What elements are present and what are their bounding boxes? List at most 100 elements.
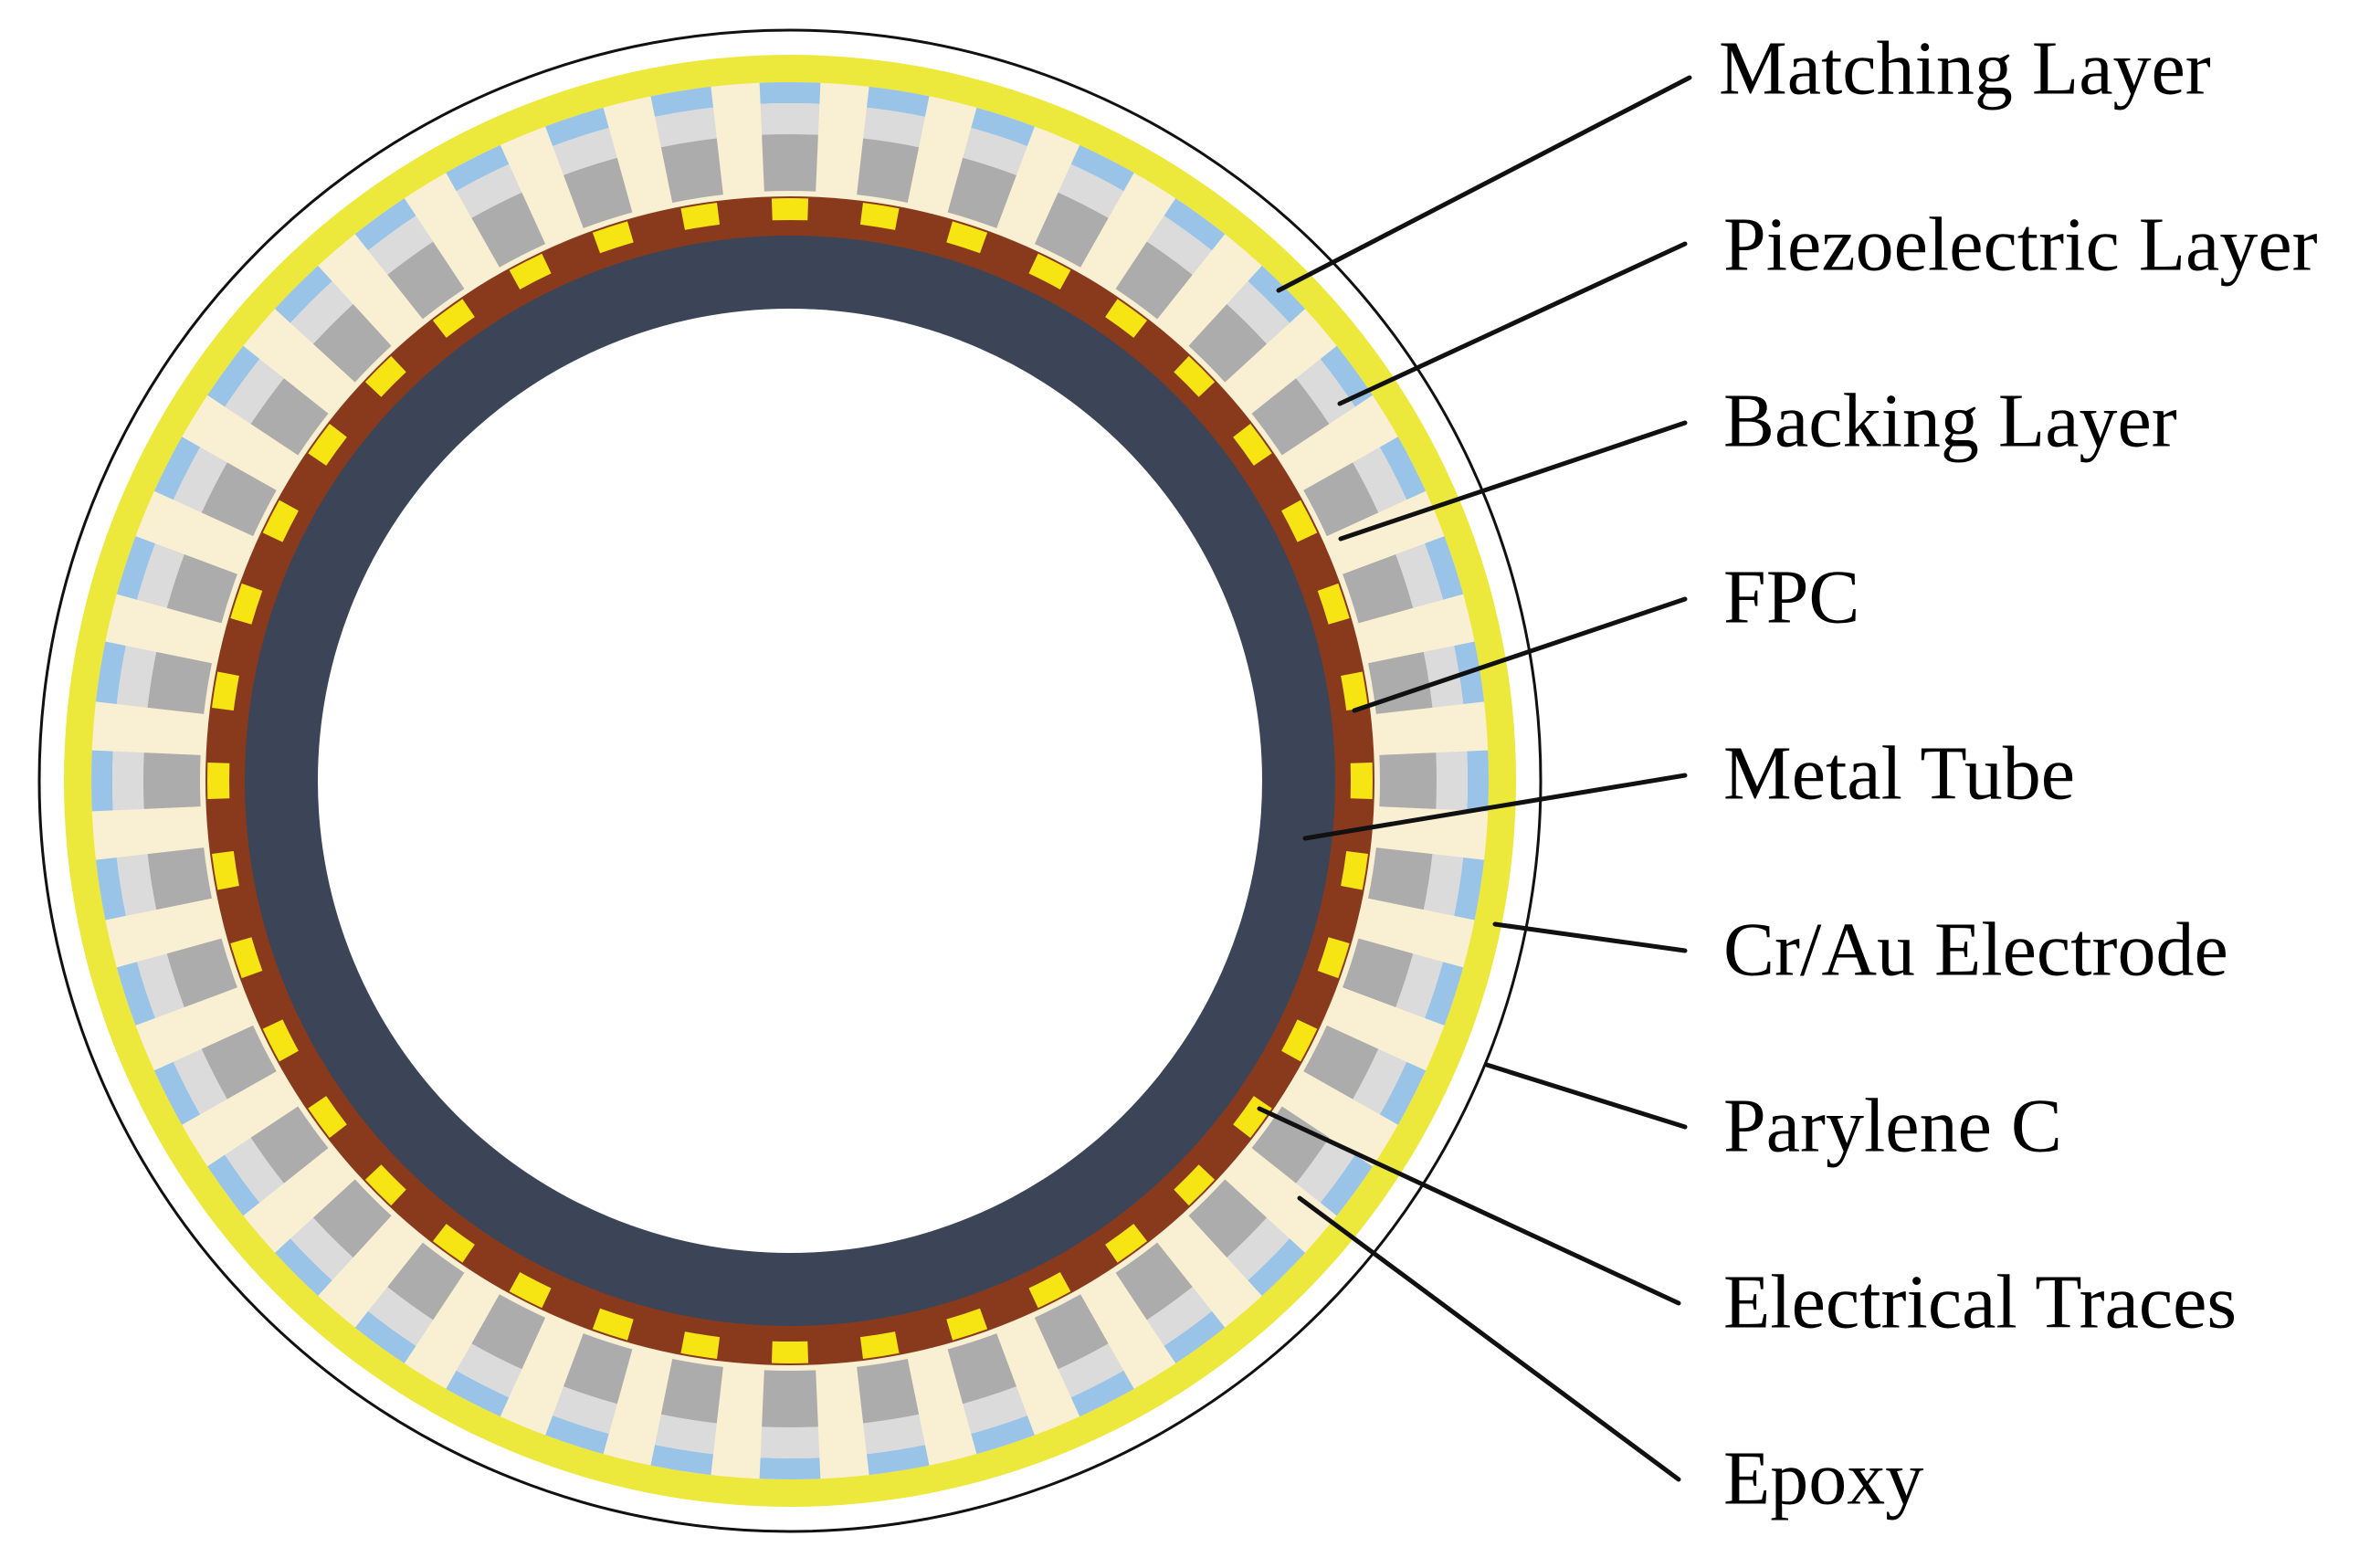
backing-layer-block (201, 1025, 277, 1100)
layer-label-matching-layer: Matching Layer (1719, 26, 2211, 111)
matching-layer-block (1248, 265, 1306, 323)
electrical-trace-dash (1105, 299, 1148, 338)
backing-layer-block (1115, 241, 1193, 320)
piezoelectric-layer-block (863, 107, 925, 148)
electrical-trace-dash (1281, 500, 1318, 542)
backing-layer-block (1188, 304, 1267, 383)
piezoelectric-layer-block (1227, 1217, 1290, 1281)
backing-layer-block (1251, 378, 1330, 456)
transducer-element (1343, 536, 1464, 624)
leader-line-crau-electrode (1492, 921, 1688, 953)
piezoelectric-layer-block (655, 107, 717, 148)
transducer-element (1115, 198, 1226, 320)
transducer-element (545, 1333, 633, 1455)
leader-line-parylene-c (1484, 1062, 1688, 1130)
piezoelectric-layer-block (1058, 1343, 1124, 1398)
backing-layer-block (143, 752, 201, 809)
piezoelectric-layer-block (136, 953, 184, 1018)
electrical-trace-dash (432, 299, 475, 338)
transducer-element (1343, 938, 1464, 1026)
backing-layer-block (1343, 938, 1414, 1007)
matching-layer-block (116, 962, 155, 1026)
transducer-element (1303, 437, 1427, 537)
backing-layer-block (1379, 752, 1437, 809)
piezoelectric-layer-block (136, 543, 184, 608)
piezoelectric-layer-block (1296, 1137, 1355, 1203)
transducer-element (90, 750, 201, 812)
transducer-element (1115, 1242, 1226, 1363)
piezoelectric-layer-block (1353, 447, 1407, 513)
backing-layer-block (563, 1333, 633, 1405)
transducer-element (1188, 265, 1306, 383)
backing-layer-block (1251, 1106, 1330, 1184)
piezoelectric-layer-block (173, 1048, 227, 1115)
piezoelectric-layer-block (1296, 359, 1355, 425)
backing-layer-block (660, 138, 723, 203)
piezoelectric-layer-block (225, 1137, 284, 1203)
electrical-trace-dash (509, 253, 552, 289)
transducer-element (1034, 144, 1134, 268)
piezoelectric-layer-block (553, 127, 617, 175)
electrical-trace-dash (1341, 671, 1368, 711)
piezoelectric-layer-block (111, 751, 144, 811)
layer-label-fpc: FPC (1723, 555, 1859, 640)
matching-layer-block (95, 641, 126, 705)
piezoelectric-layer-block (963, 127, 1027, 175)
transducer-element (354, 1242, 465, 1363)
electrical-trace-dash (262, 500, 299, 542)
electrical-trace-dash (308, 423, 347, 466)
backing-layer-block (147, 651, 212, 714)
transducer-elements-group (90, 81, 1489, 1479)
electrical-trace-dash (592, 1308, 634, 1341)
piezoelectric-layer-block (1058, 163, 1124, 218)
electrical-trace-dash (230, 583, 263, 625)
transducer-element (116, 536, 237, 624)
transducer-element (95, 847, 212, 921)
matching-layer-block (971, 1415, 1035, 1455)
electrical-trace-dash (1317, 583, 1350, 625)
matching-layer-block (759, 1458, 821, 1479)
piezoelectric-layer-block (1146, 216, 1212, 275)
backing-layer-block (947, 1333, 1016, 1405)
transducer-element (1379, 750, 1489, 812)
piezoelectric-layer-block (1395, 953, 1444, 1018)
electrical-trace-dash (509, 1272, 552, 1309)
matching-layer-block (1425, 962, 1464, 1026)
electrical-trace-dash (859, 1331, 900, 1359)
matching-layer-block (1164, 1310, 1226, 1363)
electrical-trace-dash (1233, 1096, 1272, 1139)
piezoelectric-layer-block (1353, 1048, 1407, 1115)
electrical-trace-dash (680, 203, 721, 230)
backing-layer-block (857, 138, 920, 203)
electrical-trace-dash (1233, 423, 1272, 466)
matching-layer-block (1248, 1238, 1306, 1297)
inner-rings-group (205, 196, 1374, 1365)
electrical-trace-dash (364, 355, 406, 397)
transducer-element (1368, 641, 1485, 714)
matching-layer-block (545, 1415, 609, 1455)
matching-layer-block (446, 1370, 510, 1417)
leader-line-fpc (1352, 596, 1688, 713)
electrical-trace-dash (432, 1224, 475, 1263)
transducer-element (1188, 1179, 1306, 1297)
piezoelectric-layer-block (1395, 543, 1444, 608)
transducer-element (947, 1333, 1035, 1455)
transducer-element (274, 1179, 392, 1297)
matching-layer-block (1320, 345, 1373, 407)
matching-layer-block (1320, 1154, 1373, 1216)
piezoelectric-layer-block (760, 102, 820, 135)
matching-layer-block (1070, 1370, 1134, 1417)
layer-label-electrical-traces: Electrical Traces (1723, 1260, 2237, 1345)
leader-line-backing-layer (1338, 420, 1688, 542)
matching-layer-block (1070, 144, 1134, 192)
backing-layer-block (313, 304, 392, 383)
piezoelectric-layer-block (116, 646, 157, 708)
transducer-element (650, 1359, 723, 1476)
piezoelectric-layer-block (863, 1414, 925, 1455)
backing-layer-block (471, 192, 546, 268)
backing-layer-block (947, 157, 1016, 228)
backing-layer-block (1343, 554, 1414, 624)
layer-label-metal-tube: Metal Tube (1723, 731, 2075, 816)
electrical-trace-dash (207, 762, 230, 800)
leader-line-electrical-traces (1257, 1106, 1681, 1306)
